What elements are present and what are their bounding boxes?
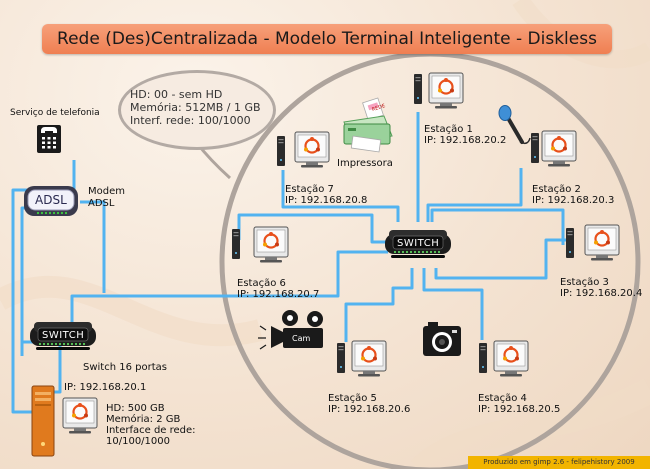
microphone-icon bbox=[498, 105, 531, 145]
station-4-name: Estação 4 bbox=[478, 393, 527, 404]
telephone-icon bbox=[37, 125, 61, 153]
server-network-label: Interface de rede: bbox=[106, 425, 196, 436]
modem-label-1: Modem bbox=[88, 186, 125, 197]
terminal-spec-bubble bbox=[118, 70, 276, 150]
network-ring bbox=[219, 51, 641, 469]
station-2-ip: IP: 192.168.20.3 bbox=[532, 195, 615, 206]
camera-tag: Cam bbox=[292, 334, 311, 343]
main-switch-label: SWITCH bbox=[397, 238, 440, 249]
bubble-memory: Memória: 512MB / 1 GB bbox=[130, 101, 261, 114]
modem-badge: ADSL bbox=[35, 193, 67, 207]
station-5-ip: IP: 192.168.20.6 bbox=[328, 404, 411, 415]
sub-switch-caption: Switch 16 portas bbox=[83, 362, 167, 373]
station-2-name: Estação 2 bbox=[532, 184, 581, 195]
station-3-ip: IP: 192.168.20.4 bbox=[560, 288, 643, 299]
station-2-icon bbox=[531, 129, 578, 168]
station-1-ip: IP: 192.168.20.2 bbox=[424, 135, 507, 146]
station-5-icon bbox=[337, 339, 388, 378]
adsl-modem-icon bbox=[24, 186, 78, 216]
network-cables bbox=[11, 112, 572, 414]
station-5-name: Estação 5 bbox=[328, 393, 377, 404]
bubble-hd: HD: 00 - sem HD bbox=[130, 88, 223, 101]
server-monitor-icon bbox=[61, 396, 99, 435]
server-ip: IP: 192.168.20.1 bbox=[64, 382, 147, 393]
station-4-icon bbox=[479, 339, 530, 378]
video-camera-icon bbox=[258, 310, 323, 350]
server-hd: HD: 500 GB bbox=[106, 403, 165, 414]
station-6-ip: IP: 192.168.20.7 bbox=[237, 289, 320, 300]
station-7-ip: IP: 192.168.20.8 bbox=[285, 195, 368, 206]
sub-switch-label: SWITCH bbox=[42, 330, 85, 341]
credit-footer: Produzido em gimp 2.6 - felipehistory 20… bbox=[468, 456, 650, 469]
telephony-label: Serviço de telefonia bbox=[10, 108, 100, 118]
printer-label: Impressora bbox=[337, 158, 393, 169]
printer-icon bbox=[343, 97, 393, 153]
station-1-name: Estação 1 bbox=[424, 124, 473, 135]
station-7-icon bbox=[277, 130, 331, 169]
server-network-speed: 10/100/1000 bbox=[106, 436, 170, 447]
photo-camera-icon bbox=[423, 322, 461, 356]
modem-label-2: ADSL bbox=[88, 198, 115, 209]
bubble-network: Interf. rede: 100/1000 bbox=[130, 114, 251, 127]
station-7-name: Estação 7 bbox=[285, 184, 334, 195]
station-1-icon bbox=[414, 71, 465, 110]
station-3-icon bbox=[566, 223, 621, 262]
server-memory: Memória: 2 GB bbox=[106, 414, 181, 425]
station-3-name: Estação 3 bbox=[560, 277, 609, 288]
station-6-name: Estação 6 bbox=[237, 278, 286, 289]
station-4-ip: IP: 192.168.20.5 bbox=[478, 404, 561, 415]
diagram-title: Rede (Des)Centralizada - Modelo Terminal… bbox=[42, 24, 612, 54]
server-icon bbox=[31, 385, 55, 457]
